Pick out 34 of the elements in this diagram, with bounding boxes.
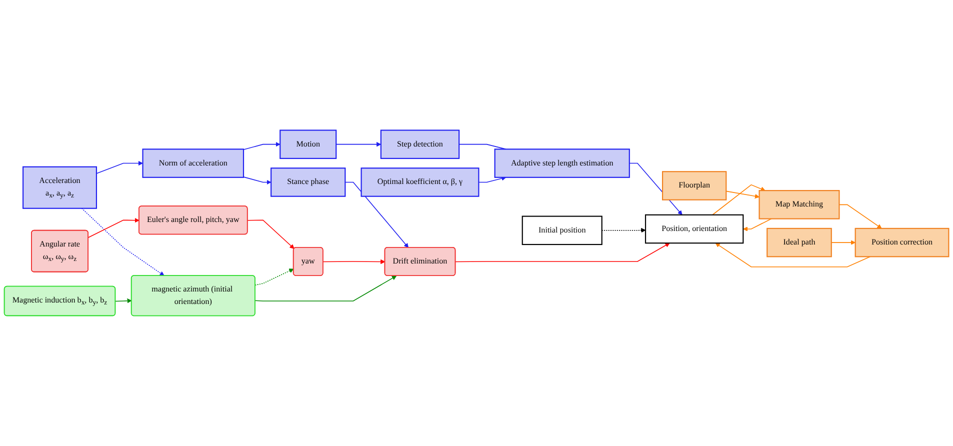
arrow (247, 220, 294, 249)
node-box: Optimal koefficient α, β, γ (360, 168, 480, 197)
arrow (81, 208, 164, 276)
arrow (96, 160, 143, 174)
arrow (601, 228, 646, 233)
node-box: Norm of acceleration (142, 148, 244, 178)
arrow (455, 242, 670, 262)
node-box: Step detection (380, 130, 460, 159)
arrow (726, 190, 760, 199)
node-box: Initial position (522, 216, 602, 246)
node-box: Acceleration a$_{x}$, a$_{y}$, a$_{z}$ (22, 166, 97, 209)
arrow (712, 184, 766, 216)
arrow (88, 218, 140, 238)
node-box: Position correction (854, 228, 950, 258)
arrow (115, 298, 132, 304)
arrow (336, 142, 382, 147)
arrow (838, 204, 882, 229)
arrow (254, 276, 397, 302)
node-box: Motion (280, 130, 337, 159)
arrow (243, 142, 280, 150)
arrow (344, 182, 409, 248)
node-box: Adaptive step length estimation (494, 148, 630, 178)
node-box: Ideal path (766, 228, 832, 258)
arrow (243, 176, 272, 185)
arrow (322, 259, 386, 264)
node-box: Stance phase (270, 168, 346, 197)
arrow (742, 218, 772, 232)
node-box: Map Matching (758, 190, 840, 220)
node-box: Floorplan (662, 171, 727, 200)
arrow (478, 176, 506, 183)
arrow (254, 268, 294, 286)
node-box: Position, orientation (644, 214, 744, 244)
arrow (715, 242, 871, 268)
arrow (830, 240, 856, 245)
